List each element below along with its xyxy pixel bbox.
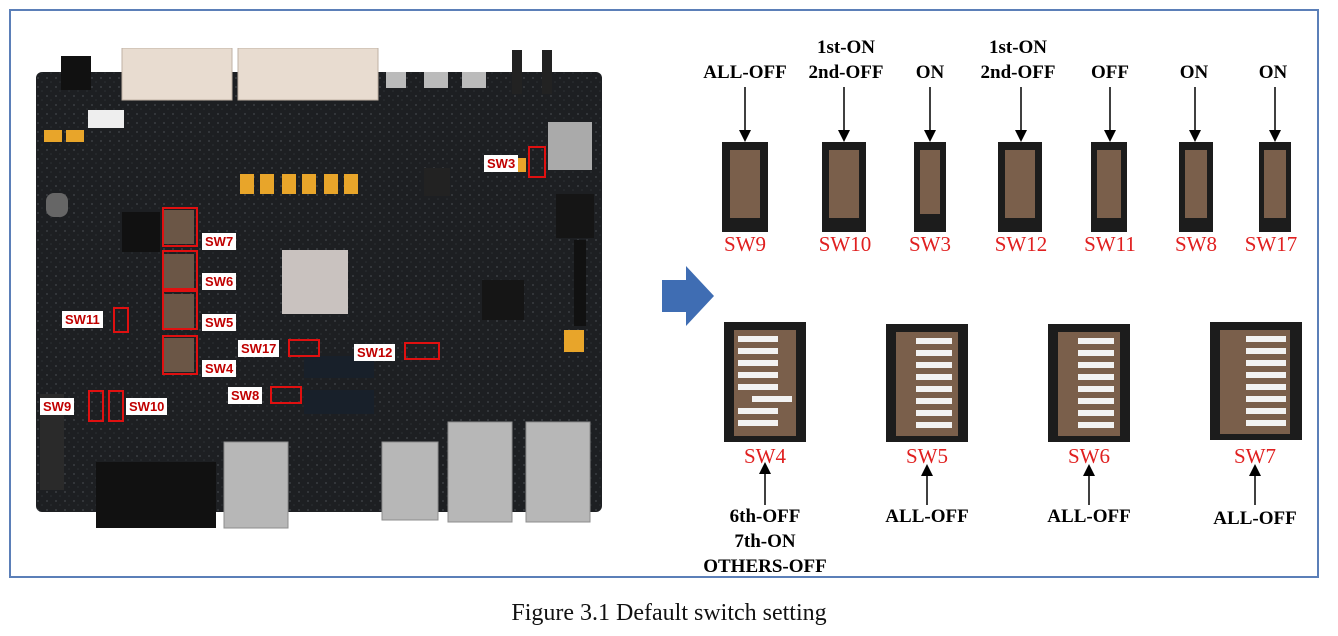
callout-sw9: SW9 <box>40 398 75 415</box>
switch-name-sw6: SW6 <box>1068 444 1110 468</box>
switch-name-sw5: SW5 <box>906 444 948 468</box>
callout-sw3: SW3 <box>484 155 519 172</box>
board-highlight-sw11 <box>113 307 129 333</box>
switch-name-sw9: SW9 <box>724 232 766 256</box>
switch-name-sw10: SW10 <box>818 232 872 256</box>
board-highlight-sw7 <box>162 207 198 247</box>
figure-caption: Figure 3.1 Default switch setting <box>511 600 827 626</box>
switch-name-sw12: SW12 <box>994 232 1048 256</box>
callout-sw4: SW4 <box>202 360 237 377</box>
callout-sw5: SW5 <box>202 314 237 331</box>
setting-label-sw17: ON <box>1258 62 1288 83</box>
setting-label-sw7: ALL-OFF <box>1213 508 1297 529</box>
setting-label-sw3: ON <box>915 62 945 83</box>
right-arrow-icon <box>662 266 714 326</box>
setting-label-sw11: OFF <box>1091 62 1129 83</box>
board-highlight-sw17 <box>288 339 320 357</box>
setting-label-sw8: ON <box>1179 62 1209 83</box>
callout-sw7: SW7 <box>202 233 237 250</box>
switch-name-sw11: SW11 <box>1084 232 1136 256</box>
callout-sw6: SW6 <box>202 273 237 290</box>
board-highlight-sw3 <box>528 146 546 178</box>
callout-sw8: SW8 <box>228 387 263 404</box>
switch-name-sw8: SW8 <box>1175 232 1217 256</box>
callout-sw10: SW10 <box>126 398 168 415</box>
callout-sw11: SW11 <box>62 311 103 328</box>
board-highlight-sw5 <box>162 290 198 330</box>
setting-label-sw10: 1st-ON 2nd-OFF <box>808 37 884 83</box>
setting-label-sw9: ALL-OFF <box>703 62 787 83</box>
board-highlight-sw6 <box>162 250 198 290</box>
board-photo <box>36 48 602 529</box>
board-highlight-sw12 <box>404 342 440 360</box>
board-highlight-sw9 <box>88 390 104 422</box>
setting-label-sw5: ALL-OFF <box>885 506 969 527</box>
switch-name-sw3: SW3 <box>909 232 951 256</box>
setting-label-sw6: ALL-OFF <box>1047 506 1131 527</box>
board-highlight-sw4 <box>162 335 198 375</box>
switch-name-sw17: SW17 <box>1244 232 1298 256</box>
setting-label-sw4: 6th-OFF 7th-ON OTHERS-OFF <box>703 506 827 577</box>
callout-sw12: SW12 <box>354 344 396 361</box>
switch-name-sw7: SW7 <box>1234 444 1276 468</box>
board-highlight-sw8 <box>270 386 302 404</box>
setting-label-sw12: 1st-ON 2nd-OFF <box>980 37 1056 83</box>
callout-sw17: SW17 <box>238 340 280 357</box>
switch-name-sw4: SW4 <box>744 444 786 468</box>
board-highlight-sw10 <box>108 390 124 422</box>
